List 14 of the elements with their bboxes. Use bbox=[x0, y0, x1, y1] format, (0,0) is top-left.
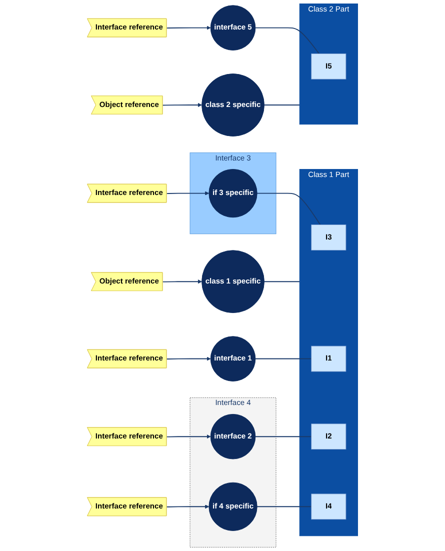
connector bbox=[254, 436, 312, 438]
arrow bbox=[162, 102, 202, 108]
arrow bbox=[166, 26, 211, 30]
arrow bbox=[166, 191, 210, 196]
arrow bbox=[162, 280, 202, 284]
connector bbox=[254, 358, 312, 360]
connector bbox=[254, 27, 320, 54]
connector bbox=[256, 192, 321, 226]
arrow bbox=[166, 434, 211, 439]
arrow bbox=[166, 356, 211, 361]
connector bbox=[256, 506, 312, 508]
connector bbox=[264, 104, 300, 106]
connector bbox=[264, 281, 300, 282]
arrow bbox=[166, 504, 210, 509]
